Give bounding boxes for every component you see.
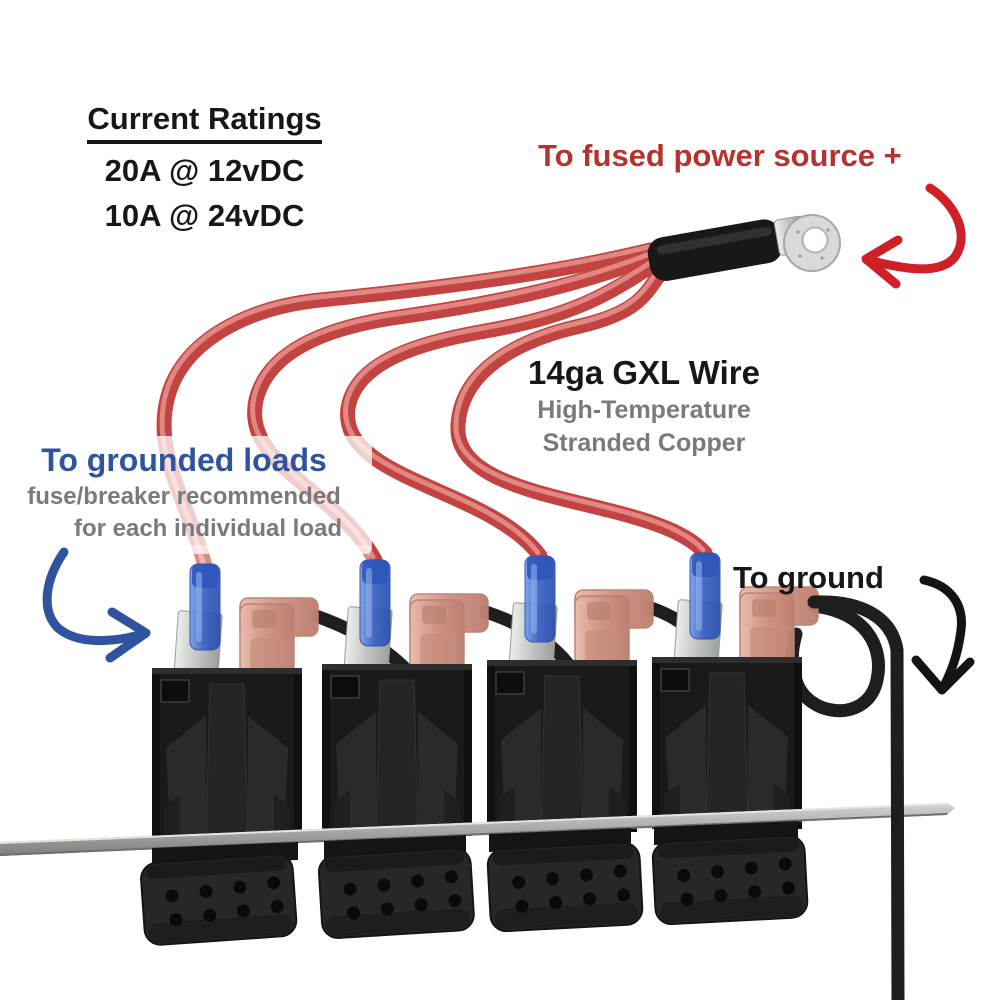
rocker-3 [486, 841, 645, 933]
mounting-panel [0, 803, 955, 856]
text-backdrop [0, 436, 372, 554]
rocker-2 [317, 846, 476, 940]
ground-label: To ground [733, 560, 884, 595]
grounded-loads-block: To grounded loads fuse/breaker recommend… [12, 442, 356, 543]
grounded-loads-label: To grounded loads [41, 442, 327, 478]
text-backdrop-fade [150, 545, 370, 585]
wire-spec-title: 14ga GXL Wire [527, 354, 760, 391]
grounded-loads-note-2: for each individual load [73, 515, 343, 542]
annotation-arrows [42, 183, 975, 695]
current-ratings-title: Current Ratings [87, 101, 322, 144]
switch-1 [151, 563, 319, 841]
wire-spec-block: 14ga GXL Wire High-Temperature Stranded … [468, 354, 820, 458]
wire-spec-subtitle-1: High-Temperature [537, 396, 751, 424]
switch-3 [486, 555, 654, 833]
rocker-4 [651, 834, 810, 926]
grounded-loads-arrow-icon [42, 547, 151, 663]
power-source-label: To fused power source + [538, 138, 902, 173]
power-source-arrow-icon [861, 183, 966, 289]
grounded-loads-note-1: fuse/breaker recommended [27, 483, 341, 510]
ground-arrow-icon [911, 575, 975, 695]
switch-2 [321, 559, 489, 837]
rating-24v: 10A @ 24vDC [104, 198, 305, 233]
current-ratings-block: Current Ratings 20A @ 12vDC 10A @ 24vDC [52, 101, 357, 234]
ground-wire-down [807, 595, 905, 1000]
rating-12v: 20A @ 12vDC [104, 153, 305, 188]
power-terminal [647, 214, 841, 281]
rocker-1 [139, 852, 299, 947]
wire-spec-subtitle-2: Stranded Copper [542, 429, 746, 457]
